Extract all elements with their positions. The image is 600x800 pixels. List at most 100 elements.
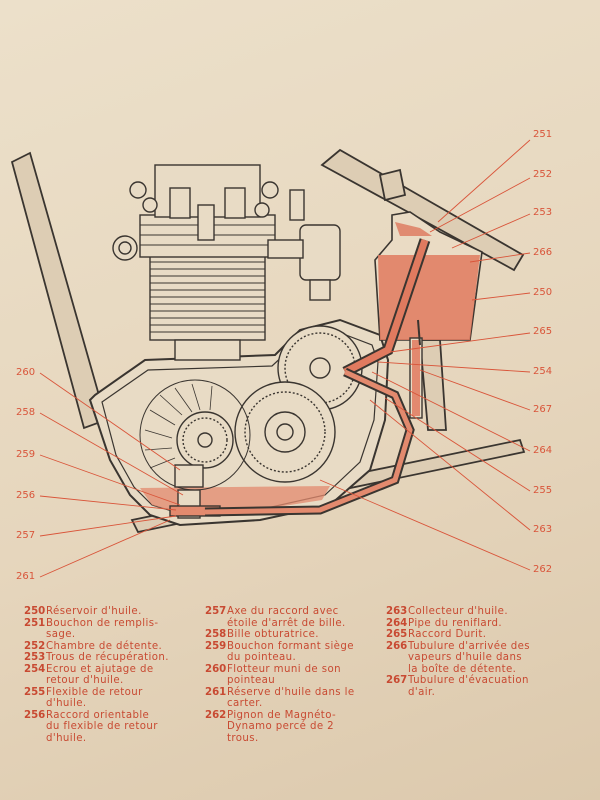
- legend-text: du flexible de retour: [46, 721, 158, 732]
- legend-number: [24, 733, 46, 745]
- flywheel-ribs: [144, 383, 213, 469]
- legend-text: Raccord Durit.: [408, 629, 487, 640]
- legend-number: 258: [205, 629, 227, 640]
- legend-text: Tubulure d'évacuation: [408, 675, 529, 686]
- legend-number: [205, 733, 227, 745]
- legend-text: Bouchon de remplis-: [46, 617, 159, 629]
- legend-number: [205, 618, 227, 630]
- callout-263: 263: [533, 524, 553, 535]
- legend-text: Tubulure d'arrivée des: [408, 640, 530, 652]
- legend-row: du pointeau.: [205, 652, 380, 664]
- legend-text: carter.: [227, 698, 263, 709]
- legend-row: pointeau: [205, 675, 380, 687]
- legend-text: Réserve d'huile dans le: [227, 686, 355, 698]
- legend-text: Trous de récupération.: [46, 652, 169, 663]
- legend-number: [24, 721, 46, 733]
- legend-number: [205, 652, 227, 664]
- legend-number: 256: [24, 709, 46, 721]
- legend-number: 259: [205, 640, 227, 652]
- legend-text: Axe du raccord avec: [227, 606, 339, 617]
- legend-number: 251: [24, 617, 46, 629]
- legend-number: 263: [386, 606, 408, 617]
- callout-266: 266: [533, 247, 553, 258]
- legend-number: 267: [386, 675, 408, 686]
- legend-text: Dynamo percé de 2: [227, 721, 335, 732]
- carburettor: [267, 189, 341, 301]
- legend-number: 254: [24, 663, 46, 675]
- legend-number: 250: [24, 606, 46, 617]
- legend-text: pointeau: [227, 675, 276, 686]
- legend-row: du flexible de retour: [24, 721, 194, 733]
- legend-text: retour d'huile.: [46, 675, 124, 686]
- legend-text: Chambre de détente.: [46, 640, 163, 652]
- legend-number: 261: [205, 686, 227, 698]
- leader-lines: [39, 139, 531, 578]
- legend-number: [24, 629, 46, 641]
- callout-257: 257: [16, 530, 36, 541]
- callout-261: 261: [16, 571, 36, 582]
- legend-row: d'huile.: [24, 698, 194, 710]
- legend-text: du pointeau.: [227, 652, 297, 663]
- callout-256: 256: [16, 490, 36, 501]
- legend-number: [386, 687, 408, 699]
- callout-253: 253: [533, 207, 553, 218]
- legend-number: 260: [205, 663, 227, 675]
- callout-250: 250: [533, 287, 553, 298]
- legend-text: Bille obturatrice.: [227, 629, 319, 640]
- legend-text: Flotteur muni de son: [227, 663, 341, 675]
- legend-row: d'huile.: [24, 733, 194, 745]
- legend-text: Flexible de retour: [46, 686, 143, 698]
- legend-number: 266: [386, 640, 408, 652]
- legend-text: d'huile.: [46, 732, 87, 744]
- legend-row: d'air.: [386, 687, 556, 699]
- legend-row: retour d'huile.: [24, 675, 194, 687]
- legend-text: d'air.: [408, 686, 436, 698]
- legend-row: trous.: [205, 733, 380, 745]
- callout-251: 251: [533, 129, 553, 140]
- legend-text: Réservoir d'huile.: [46, 606, 142, 617]
- gears: [139, 325, 363, 491]
- legend-row: Dynamo percé de 2: [205, 721, 380, 733]
- callout-255: 255: [533, 485, 553, 496]
- legend-number: [205, 698, 227, 710]
- legend-text: étoile d'arrêt de bille.: [227, 617, 346, 629]
- callout-267: 267: [533, 404, 553, 415]
- legend-text: la boîte de détente.: [408, 663, 517, 675]
- legend-text: vapeurs d'huile dans: [408, 652, 523, 663]
- legend-number: [386, 652, 408, 664]
- legend-number: 252: [24, 640, 46, 652]
- engine-diagram: [10, 139, 531, 578]
- callout-254: 254: [533, 366, 553, 377]
- legend-number: 262: [205, 709, 227, 721]
- cylinder-head: [112, 164, 279, 361]
- legend-text: Pipe du reniflard.: [408, 617, 502, 629]
- legend-number: [205, 675, 227, 687]
- legend-row: sage.: [24, 629, 194, 641]
- callout-259: 259: [16, 449, 36, 460]
- legend-text: Raccord orientable: [46, 709, 150, 721]
- legend-text: Collecteur d'huile.: [408, 606, 508, 617]
- legend-number: [386, 664, 408, 676]
- callout-252: 252: [533, 169, 553, 180]
- callout-264: 264: [533, 445, 553, 456]
- oil-pipes: [204, 238, 431, 517]
- legend-text: sage.: [46, 629, 76, 640]
- legend-text: Bouchon formant siège: [227, 640, 354, 652]
